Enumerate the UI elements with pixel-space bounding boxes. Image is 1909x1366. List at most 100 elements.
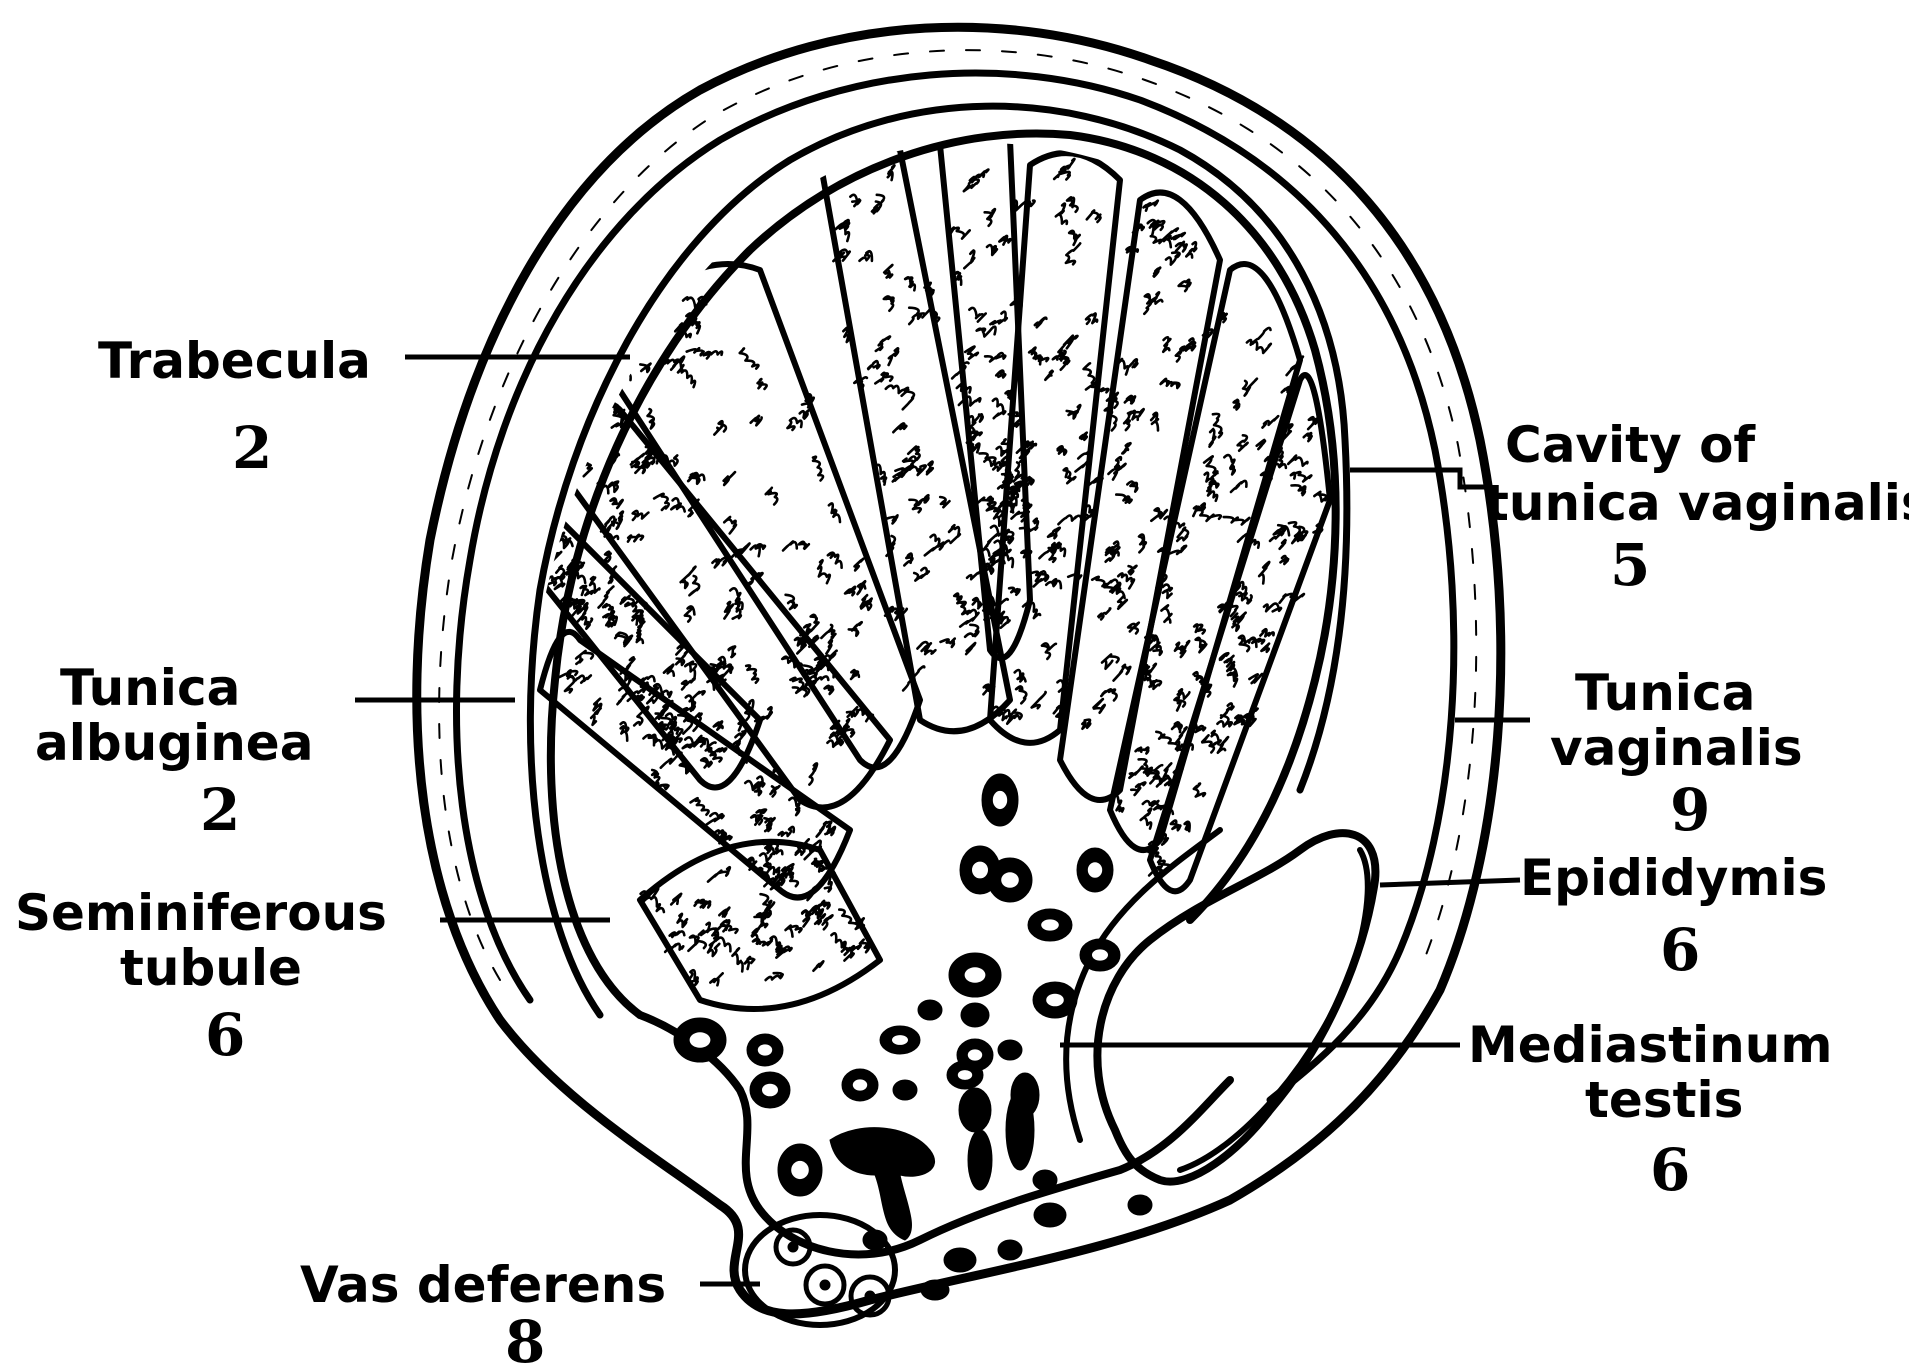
tubule-squiggle bbox=[851, 670, 859, 679]
tubule-squiggle bbox=[1139, 535, 1146, 553]
tubule-squiggle bbox=[1154, 268, 1161, 277]
label-mediastinum-line2: testis bbox=[1585, 1071, 1743, 1129]
vessel-highlight bbox=[958, 1070, 972, 1080]
tubule-squiggle bbox=[770, 786, 779, 796]
tubule-squiggle bbox=[1172, 722, 1182, 732]
tubule-squiggle bbox=[1281, 556, 1289, 564]
tubule-squiggle bbox=[1261, 644, 1269, 652]
vessel-highlight bbox=[1092, 949, 1108, 960]
tubule-squiggle bbox=[825, 873, 835, 891]
tubule-squiggle bbox=[603, 552, 611, 564]
tubule-squiggle bbox=[1132, 409, 1144, 420]
tubule-squiggle bbox=[831, 721, 839, 734]
tubule-squiggle bbox=[682, 678, 695, 689]
tubule-squiggle bbox=[714, 421, 726, 434]
tubule-squiggle bbox=[676, 640, 685, 654]
tubule-squiggle bbox=[685, 662, 696, 680]
tubule-squiggle bbox=[845, 587, 855, 595]
tubule-squiggle bbox=[1308, 417, 1317, 429]
vessel-highlight bbox=[758, 1044, 772, 1055]
label-seminiferous-line1: Seminiferous bbox=[15, 884, 387, 942]
tubule-squiggle bbox=[1151, 413, 1158, 431]
vessel-highlight bbox=[968, 1049, 982, 1060]
tubule-squiggle bbox=[1185, 822, 1190, 831]
tubule-squiggle bbox=[708, 943, 719, 956]
vessel-lumen bbox=[1128, 1195, 1152, 1215]
label-cavity-line1: Cavity of bbox=[1505, 416, 1756, 474]
tubule-squiggle bbox=[999, 236, 1010, 245]
tubule-squiggle bbox=[1129, 566, 1137, 575]
tubule-squiggle bbox=[664, 665, 674, 676]
tubule-squiggle bbox=[965, 625, 978, 637]
tubule-squiggle bbox=[1175, 643, 1185, 657]
tubule-squiggle bbox=[1009, 588, 1020, 595]
tubule-squiggle bbox=[783, 541, 797, 550]
tubule-squiggle bbox=[951, 228, 970, 239]
tubule-squiggle bbox=[578, 675, 590, 682]
tubule-squiggle bbox=[724, 517, 736, 534]
tubule-squiggle bbox=[1056, 204, 1067, 224]
number-vas-deferens: 8 bbox=[505, 1308, 545, 1366]
tubule-squiggle bbox=[1196, 510, 1221, 521]
tubule-squiggle bbox=[1124, 412, 1132, 430]
branched-vessel bbox=[830, 1128, 935, 1240]
tubule-squiggle bbox=[855, 559, 864, 571]
tubule-squiggle bbox=[826, 634, 835, 654]
tubule-squiggle bbox=[925, 535, 940, 556]
tubule-squiggle bbox=[581, 586, 594, 595]
tubule-squiggle bbox=[740, 348, 759, 368]
tubule-squiggle bbox=[1238, 435, 1248, 450]
tubule-squiggle bbox=[1162, 380, 1179, 388]
tubule-squiggle bbox=[671, 498, 684, 511]
tubule-squiggle bbox=[724, 472, 735, 485]
vessel-highlight bbox=[1088, 862, 1102, 877]
tubule-squiggle bbox=[1304, 433, 1312, 441]
tubule-squiggle bbox=[831, 933, 845, 949]
tubule-squiggle bbox=[1069, 231, 1080, 245]
tubule-squiggle bbox=[1122, 443, 1130, 453]
tubule-squiggle bbox=[568, 670, 578, 681]
leader-epididymis bbox=[1380, 880, 1520, 885]
tubule-squiggle bbox=[687, 348, 704, 355]
tubule-squiggle bbox=[1114, 665, 1131, 681]
tubule-squiggle bbox=[1016, 686, 1026, 703]
tubule-squiggle bbox=[745, 957, 754, 969]
vessel-lumen bbox=[893, 1080, 917, 1100]
tubule-squiggle bbox=[753, 939, 770, 946]
tubule-squiggle bbox=[1292, 485, 1306, 495]
vessel-highlight bbox=[965, 967, 986, 982]
vessel-lumen bbox=[959, 1088, 991, 1132]
tubule-squiggle bbox=[817, 152, 833, 170]
tubule-squiggle bbox=[868, 361, 879, 369]
tubule-squiggle bbox=[965, 347, 978, 359]
tubule-squiggle bbox=[692, 318, 700, 333]
tubule-squiggle bbox=[978, 497, 993, 506]
tubule-squiggle bbox=[1217, 715, 1231, 726]
tubule-squiggle bbox=[977, 327, 996, 337]
tubule-squiggle bbox=[584, 463, 592, 476]
tubule-squiggle bbox=[1129, 359, 1138, 367]
label-vas-deferens: Vas deferens bbox=[300, 1256, 666, 1314]
tubule-squiggle bbox=[987, 245, 997, 255]
tubule-squiggle bbox=[1046, 579, 1061, 588]
label-cavity-line2: tunica vaginalis bbox=[1485, 474, 1909, 532]
tubule-squiggle bbox=[1035, 318, 1047, 328]
tubule-squiggle bbox=[643, 735, 656, 745]
tubule-squiggle bbox=[884, 265, 892, 278]
vessel-highlight bbox=[892, 1035, 908, 1045]
tubule-squiggle bbox=[1234, 400, 1240, 410]
tubule-squiggle bbox=[985, 353, 1005, 361]
tubule-squiggle bbox=[1253, 342, 1271, 353]
tubule-squiggle bbox=[714, 721, 723, 729]
tubule-squiggle bbox=[858, 581, 866, 594]
mediastinum-region bbox=[640, 830, 1230, 1254]
tubule-squiggle bbox=[1210, 429, 1216, 447]
tubule-squiggle bbox=[1045, 371, 1052, 380]
tubule-squiggle bbox=[1163, 585, 1172, 598]
tubule-squiggle bbox=[1247, 328, 1271, 345]
tubule-squiggle bbox=[893, 473, 905, 482]
tubule-squiggle bbox=[1212, 731, 1221, 747]
vessel-highlight bbox=[690, 1032, 711, 1047]
tubule-squiggle bbox=[795, 638, 804, 648]
